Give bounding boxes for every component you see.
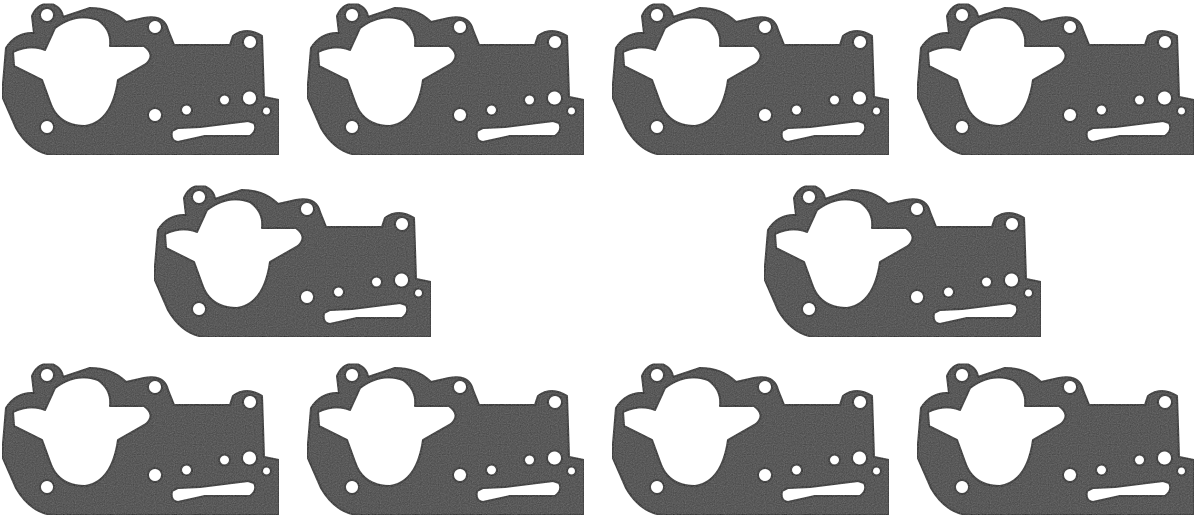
- gasket: [307, 4, 584, 155]
- gasket: [612, 4, 889, 155]
- gasket: [154, 186, 431, 337]
- gasket: [612, 364, 889, 515]
- gasket: [917, 364, 1194, 515]
- gasket: [917, 4, 1194, 155]
- gasket: [2, 4, 279, 155]
- gasket: [764, 186, 1041, 337]
- gasket: [2, 364, 279, 515]
- gasket: [307, 364, 584, 515]
